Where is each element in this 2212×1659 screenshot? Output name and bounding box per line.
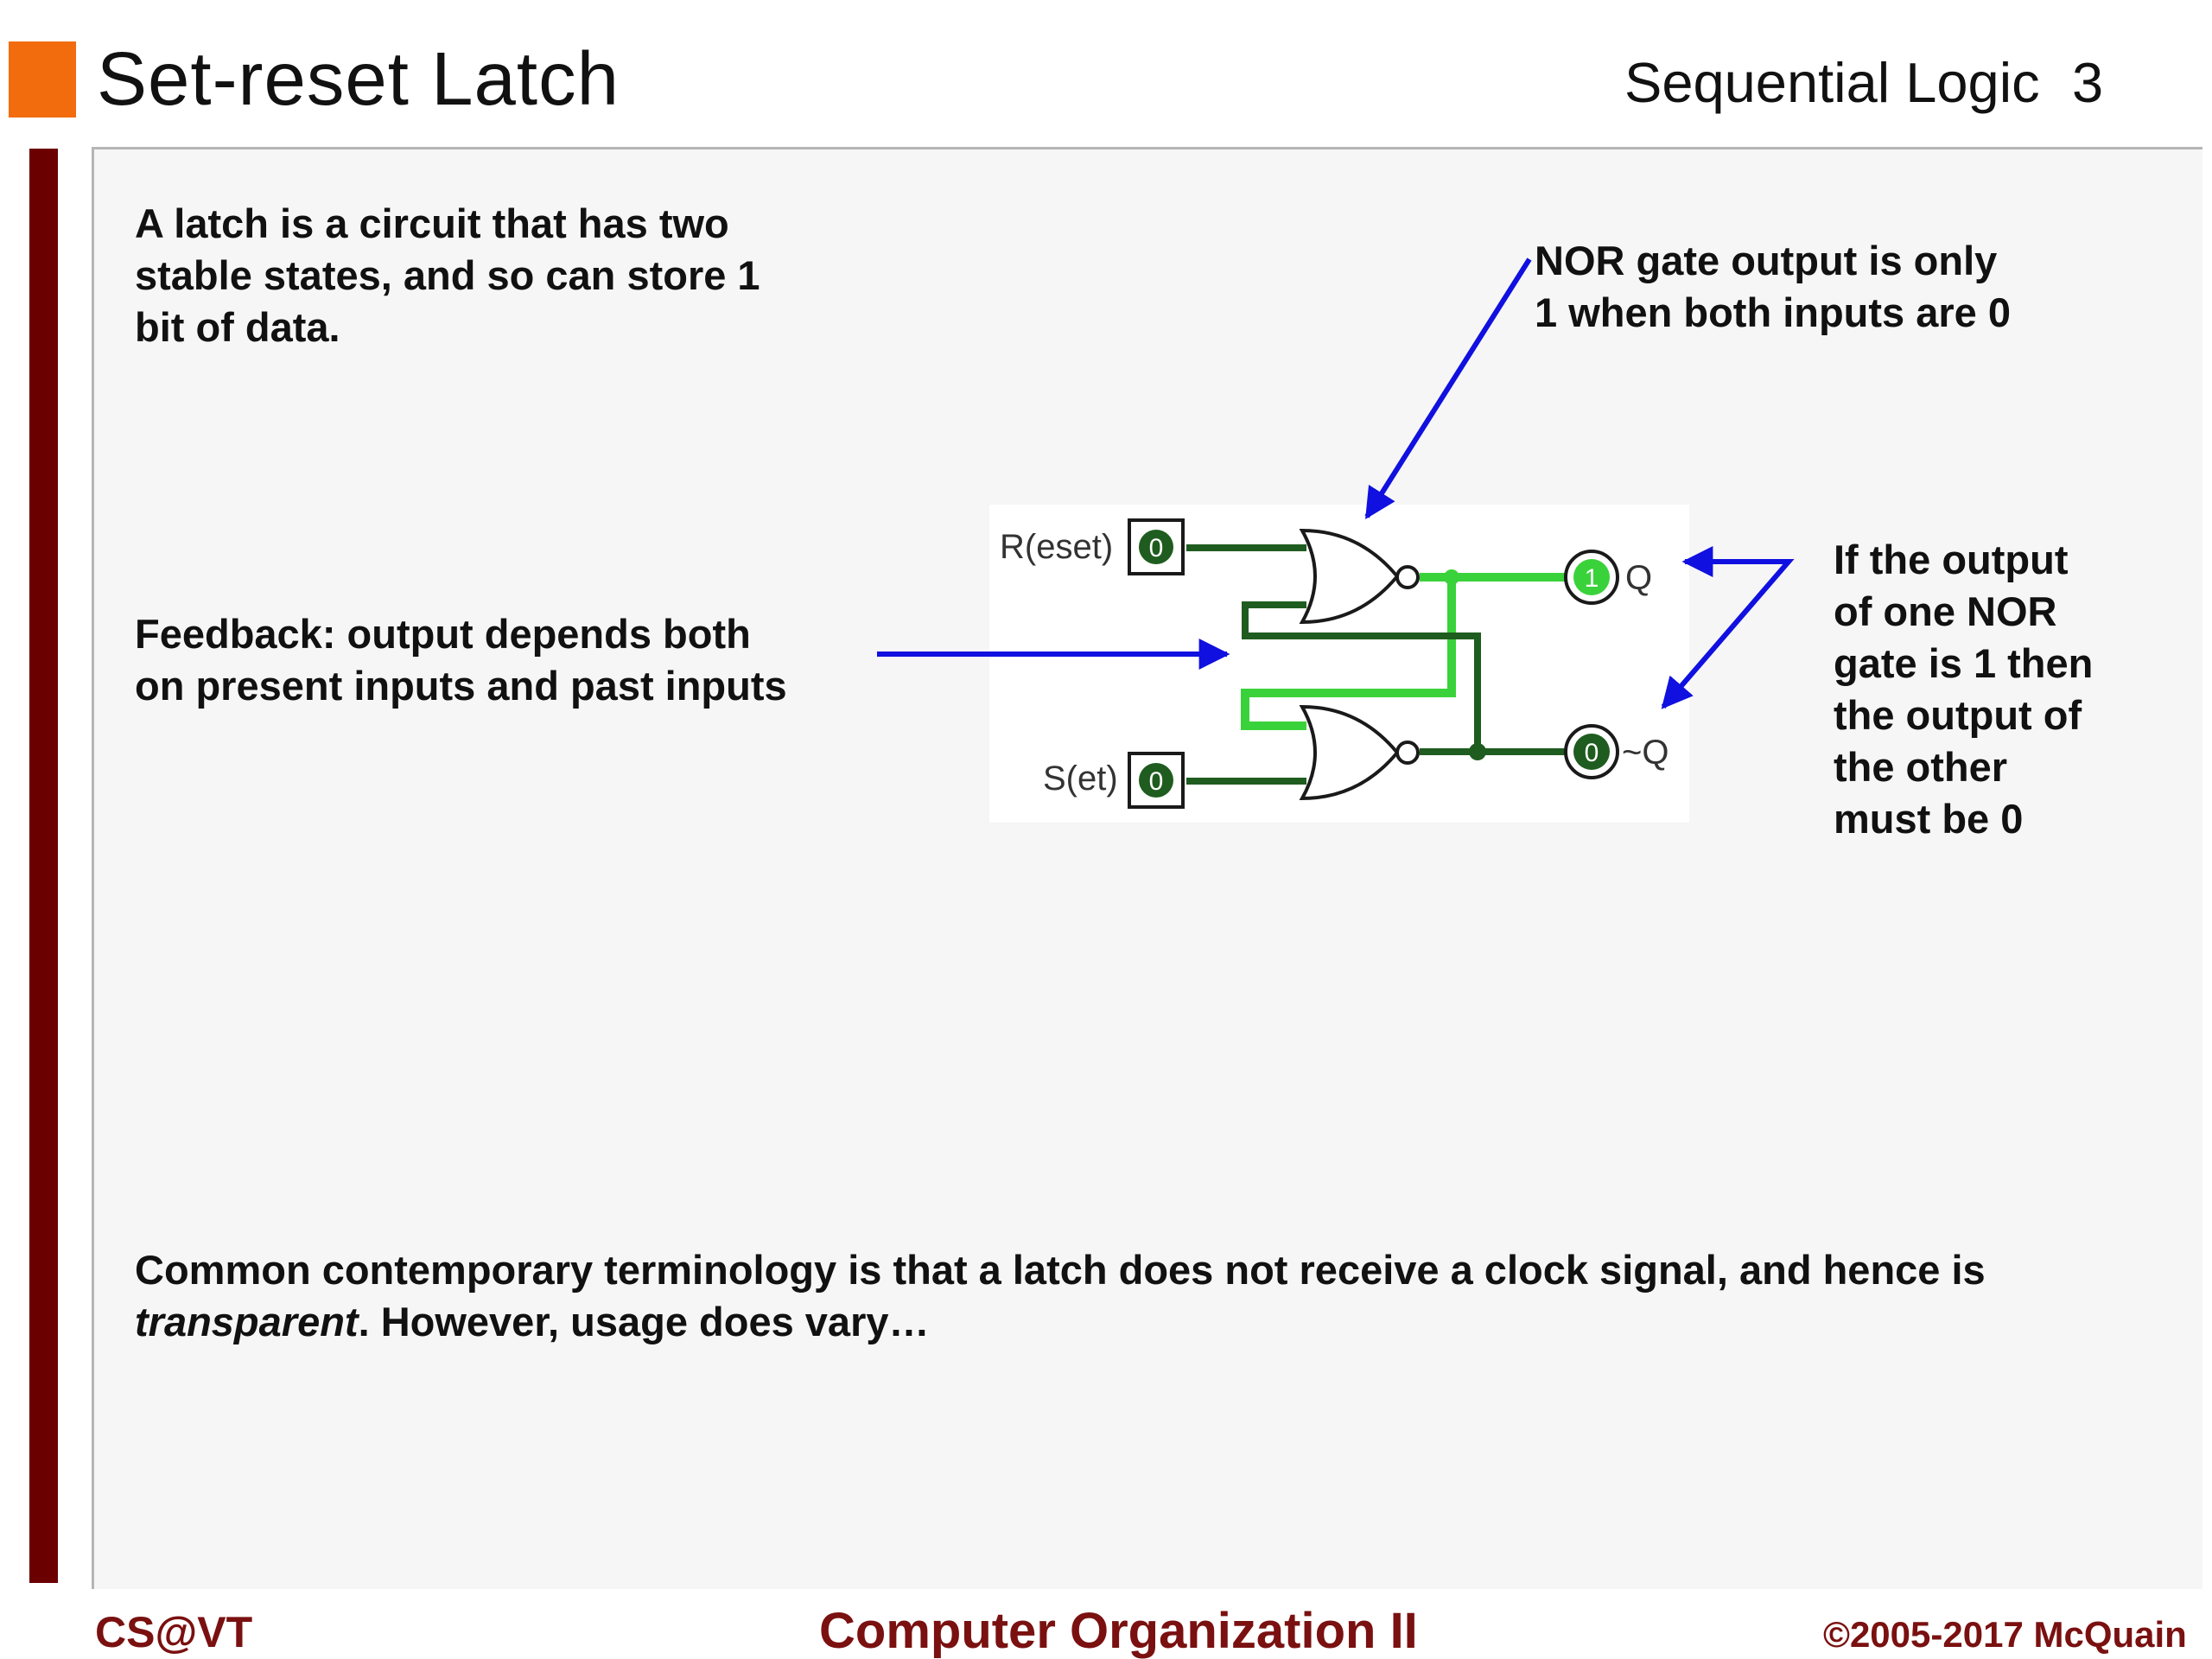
transparent-term: transparent [135,1299,359,1344]
accent-square [9,41,76,118]
not-q-label: ~Q [1622,734,1669,772]
set-value: 0 [1149,767,1164,796]
not-q-feedback-wire [1242,601,1481,752]
left-accent-bar [29,149,58,1583]
complement-line: the other [1834,744,2008,790]
terminology-line: transparent. However, usage does vary… [135,1296,1986,1348]
reset-led [1139,530,1173,564]
q-junction [1444,569,1459,585]
intro-line: stable states, and so can store 1 [135,252,760,298]
q-label: Q [1625,559,1652,597]
sr-latch-circuit: R(eset) 0 S(et) 0 1 Q 0 ~Q [1000,518,1669,809]
q-feedback-wire [1241,577,1456,730]
set-led [1139,763,1173,798]
bottom-nor-gate [1299,704,1400,801]
reset-label: R(eset) [1000,528,1113,566]
not-q-output-led [1573,734,1610,770]
slide-title: Set-reset Latch [97,37,620,121]
terminology-note: Common contemporary terminology is that … [135,1244,1986,1348]
complement-arrow [1661,546,1795,709]
terminology-tail: . However, usage does vary… [358,1299,930,1344]
complement-line: If the output [1834,537,2069,582]
feedback-line: Feedback: output depends both [135,611,751,657]
complement-line: the output of [1834,692,2082,738]
feedback-line: on present inputs and past inputs [135,663,787,709]
complement-line: of one NOR [1834,588,2057,634]
terminology-line: Common contemporary terminology is that … [135,1247,1986,1293]
nor-note-arrow [1364,257,1532,520]
content-area [92,147,2202,1589]
top-nor-bubble [1395,565,1420,589]
q-output-led [1573,559,1610,595]
top-nor-gate [1299,528,1400,625]
complement-note: If the output of one NOR gate is 1 then … [1834,534,2093,845]
not-q-value: 0 [1585,739,1599,767]
page-number: 3 [2072,51,2104,114]
nor-note-line: NOR gate output is only [1535,238,1998,283]
nor-gate-note: NOR gate output is only 1 when both inpu… [1535,235,2011,339]
footer-left: CS@VT [95,1608,253,1656]
reset-value: 0 [1149,534,1164,563]
complement-line: must be 0 [1834,796,2024,842]
circuit-diagram: R(eset) 0 S(et) 0 1 Q 0 ~Q [989,505,1689,823]
set-label: S(et) [1043,760,1118,798]
q-value: 1 [1585,564,1599,593]
intro-line: A latch is a circuit that has two [135,200,729,246]
intro-text: A latch is a circuit that has two stable… [135,198,760,353]
not-q-junction [1469,743,1486,760]
footer-course: Computer Organization II [819,1603,1418,1659]
slide-topic: Sequential Logic [1624,51,2040,114]
nor-note-line: 1 when both inputs are 0 [1535,289,2012,335]
bottom-nor-bubble [1395,741,1420,765]
footer-copyright: ©2005-2017 McQuain [1823,1614,2187,1655]
feedback-note: Feedback: output depends both on present… [135,608,787,712]
complement-line: gate is 1 then [1834,640,2094,686]
intro-line: bit of data. [135,304,340,350]
